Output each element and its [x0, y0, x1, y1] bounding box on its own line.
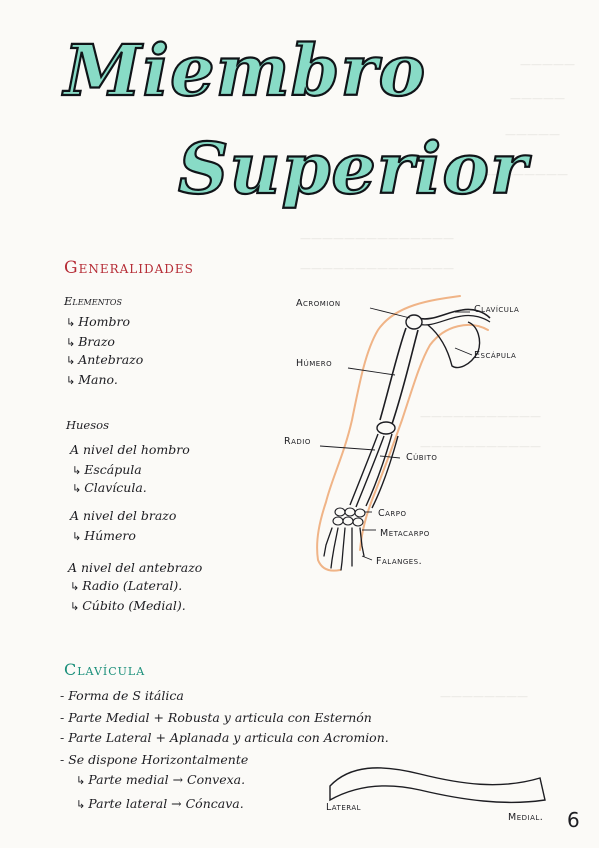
elemento-item: ↳Mano. [66, 372, 118, 387]
clavicle-bone [417, 308, 491, 320]
group-item: ↳Radio (Lateral). [70, 578, 183, 593]
group-title: A nivel del hombro [70, 442, 190, 457]
humeral-head [405, 314, 423, 330]
label-humero: Húmero [296, 358, 333, 369]
arrow-icon: ↳ [66, 316, 76, 329]
label-metacarpo: Metacarpo [380, 528, 430, 539]
arrow-icon: ↳ [76, 774, 86, 787]
arrow-icon: ↳ [66, 336, 76, 349]
group-item: ↳Clavícula. [72, 480, 147, 495]
arrow-icon: ↳ [66, 374, 76, 387]
sketch-label-lateral: Lateral [326, 802, 362, 813]
sketch-label-medial: Medial. [508, 812, 544, 823]
clavicula-subpoint: ↳Parte medial → Convexa. [76, 772, 246, 787]
label-acromion: Acromion [296, 298, 341, 309]
huesos-title: Huesos [66, 418, 109, 432]
arrow-icon: ↳ [66, 354, 76, 367]
elemento-item: ↳Hombro [66, 314, 131, 329]
clavicula-point: - Se dispone Horizontalmente [60, 752, 249, 767]
label-carpo: Carpo [378, 508, 407, 519]
clavicula-heading: Clavícula [64, 660, 146, 679]
clavicula-point: - Parte Medial + Robusta y articula con … [60, 710, 372, 725]
elemento-item: ↳Brazo [66, 334, 115, 349]
group-item: ↳Escápula [72, 462, 142, 477]
page-number: 6 [567, 808, 580, 832]
clavicula-point: - Parte Lateral + Aplanada y articula co… [60, 730, 389, 745]
group-item: ↳Húmero [72, 528, 136, 543]
label-falanges: Falanges. [376, 556, 423, 567]
radius-bone [349, 433, 385, 508]
group-title: A nivel del brazo [70, 508, 177, 523]
title-line-1: Miembro [63, 29, 427, 112]
scapula-bone [427, 321, 481, 369]
elementos-title: Elementos [64, 294, 122, 308]
arrow-icon: ↳ [72, 530, 82, 543]
generalidades-heading: Generalidades [64, 258, 194, 278]
humerus-bone [379, 327, 419, 425]
label-radio: Radio [284, 436, 311, 447]
ulna-bone [365, 433, 399, 509]
arrow-icon: ↳ [70, 580, 80, 593]
carpal-bones [332, 507, 366, 527]
clavicle-sketch [329, 767, 546, 804]
arrow-icon: ↳ [72, 464, 82, 477]
elemento-item: ↳Antebrazo [66, 352, 144, 367]
arrow-icon: ↳ [70, 600, 80, 613]
arrow-icon: ↳ [72, 482, 82, 495]
hand-bones [323, 527, 365, 571]
arm-outline [316, 295, 489, 572]
group-item: ↳Cúbito (Medial). [70, 598, 186, 613]
label-leaders [319, 307, 473, 561]
label-cubito: Cúbito [406, 452, 438, 463]
group-title: A nivel del antebrazo [68, 560, 203, 575]
clavicula-point: - Forma de S itálica [60, 688, 184, 703]
label-clavicula: Clavícula [474, 304, 520, 315]
title-line-2: Superior [177, 127, 528, 210]
clavicula-subpoint: ↳Parte lateral → Cóncava. [76, 796, 244, 811]
arrow-icon: ↳ [76, 798, 86, 811]
label-escapula: Escápula [474, 350, 517, 361]
